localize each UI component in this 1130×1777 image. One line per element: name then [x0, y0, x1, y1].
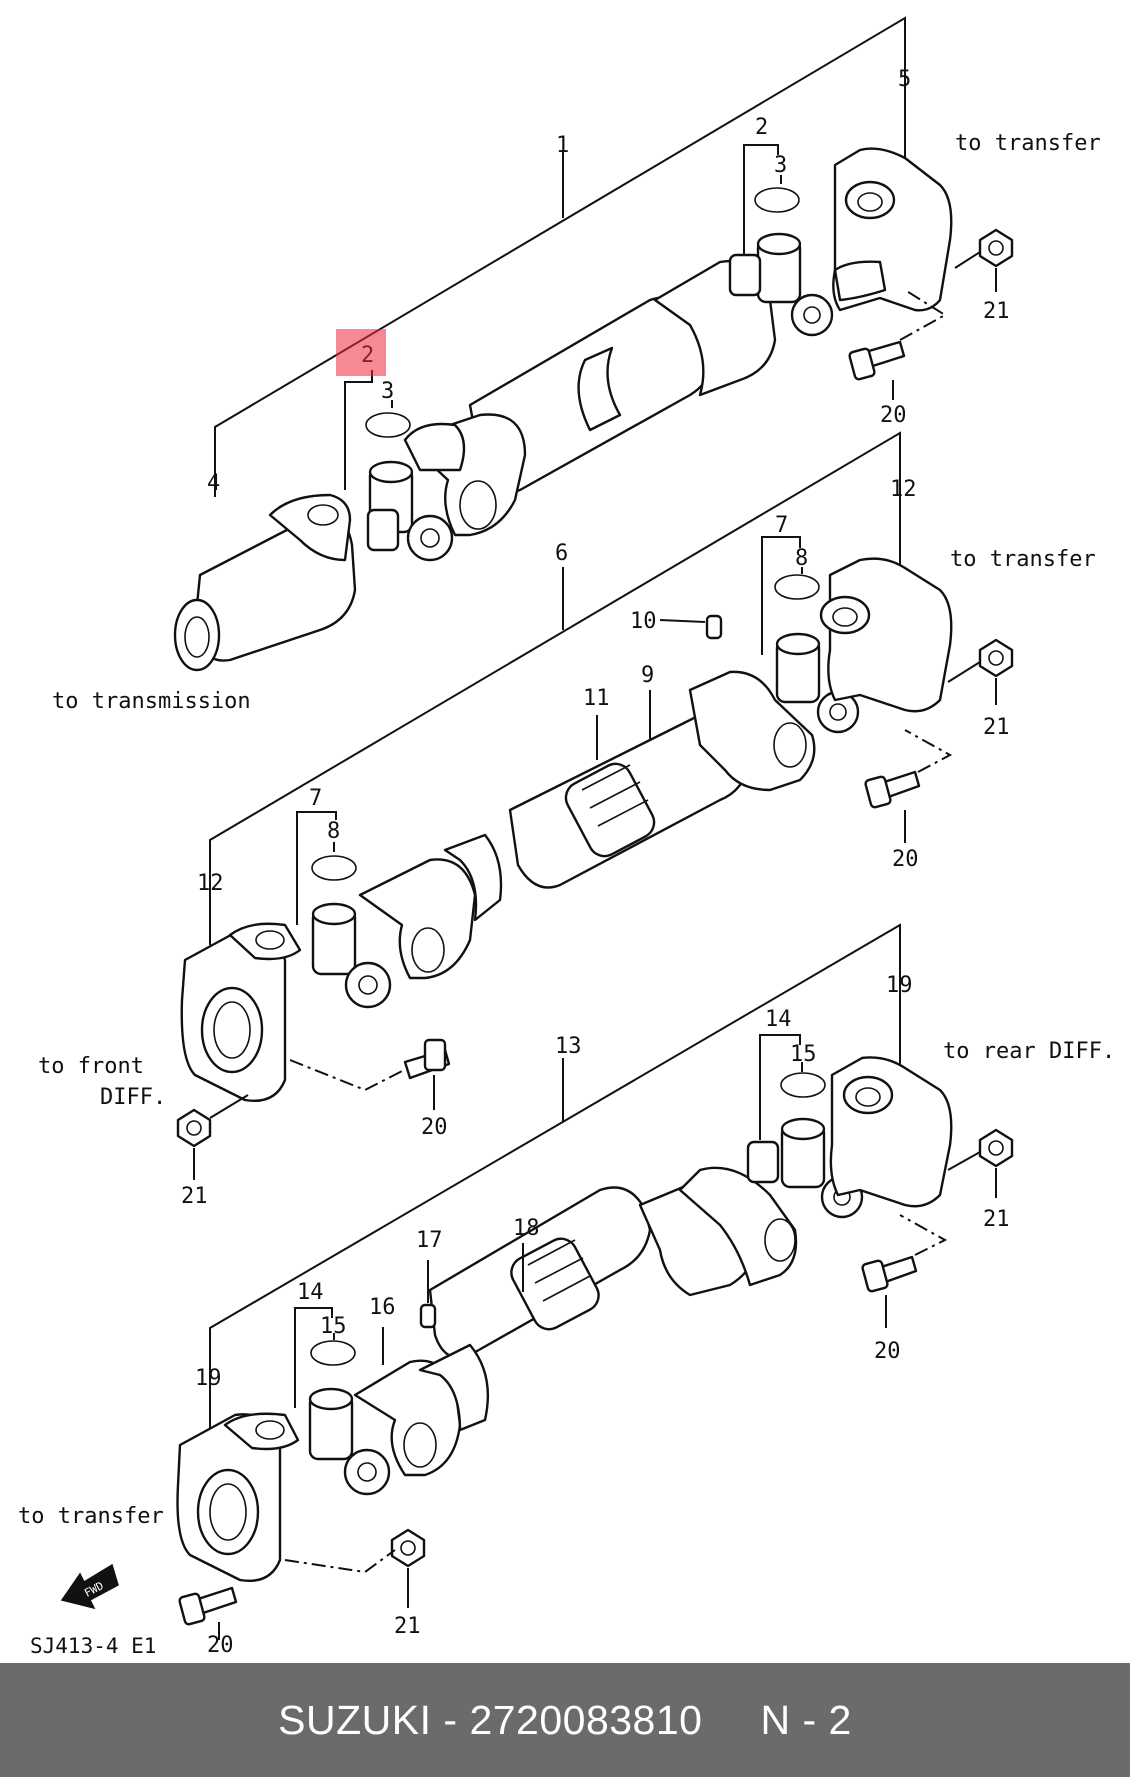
callout-4: 4 — [207, 471, 220, 496]
shaft-assembly-2: 6 7 8 7 8 9 10 11 12 12 20 21 20 21 to t… — [38, 431, 1096, 1209]
note-to-transfer: to transfer — [950, 547, 1096, 572]
callout-14: 14 — [765, 1007, 792, 1032]
callout-19: 19 — [886, 973, 913, 998]
brand-part-number: SUZUKI - 2720083810 — [278, 1696, 703, 1743]
propeller-shaft-diagram: 1 2 3 2 3 4 5 20 21 to transfer to trans… — [18, 16, 1115, 1658]
callout-18: 18 — [513, 1216, 540, 1241]
callout-20: 20 — [880, 403, 907, 428]
shaft-assembly-3: FWD 13 14 15 14 15 16 17 18 19 19 20 21 … — [18, 923, 1115, 1658]
callout-11: 11 — [583, 686, 610, 711]
callout-17: 17 — [416, 1228, 443, 1253]
callout-20: 20 — [207, 1633, 234, 1658]
callout-9: 9 — [641, 663, 654, 688]
callout-21: 21 — [394, 1614, 421, 1639]
footer-bar: SUZUKI - 2720083810 N - 2 — [0, 1663, 1130, 1777]
callout-21: 21 — [983, 715, 1010, 740]
callout-2: 2 — [755, 115, 768, 140]
callout-10: 10 — [630, 609, 657, 634]
note-to-transmission: to transmission — [52, 689, 251, 714]
note-to-rear-diff: to rear DIFF. — [943, 1039, 1115, 1064]
callout-5: 5 — [898, 67, 911, 92]
note-diff: DIFF. — [100, 1085, 166, 1110]
callout-15: 15 — [320, 1314, 347, 1339]
callout-20: 20 — [892, 847, 919, 872]
note-to-transfer: to transfer — [955, 131, 1101, 156]
highlight-marker — [336, 329, 386, 376]
callout-7: 7 — [775, 513, 788, 538]
callout-15: 15 — [790, 1042, 817, 1067]
callout-20: 20 — [874, 1339, 901, 1364]
callout-7: 7 — [309, 786, 322, 811]
callout-13: 13 — [555, 1034, 582, 1059]
callout-19: 19 — [195, 1366, 222, 1391]
shaft-assembly-1: 1 2 3 2 3 4 5 20 21 to transfer to trans… — [52, 16, 1101, 714]
callout-1: 1 — [556, 133, 569, 158]
note-to-transfer: to transfer — [18, 1504, 164, 1529]
fwd-arrow-icon: FWD — [60, 1563, 119, 1610]
callout-6: 6 — [555, 541, 568, 566]
callout-20: 20 — [421, 1115, 448, 1140]
callout-8: 8 — [327, 819, 340, 844]
figure-code: SJ413-4 E1 — [30, 1634, 156, 1658]
callout-12: 12 — [197, 871, 224, 896]
callout-12: 12 — [890, 477, 917, 502]
callout-3: 3 — [381, 379, 394, 404]
callout-21: 21 — [983, 299, 1010, 324]
callout-21: 21 — [983, 1207, 1010, 1232]
page-reference: N - 2 — [760, 1696, 852, 1743]
note-to-front: to front — [38, 1054, 144, 1079]
callout-14: 14 — [297, 1280, 324, 1305]
callout-16: 16 — [369, 1295, 396, 1320]
callout-8: 8 — [795, 546, 808, 571]
callout-3: 3 — [774, 153, 787, 178]
callout-21: 21 — [181, 1184, 208, 1209]
